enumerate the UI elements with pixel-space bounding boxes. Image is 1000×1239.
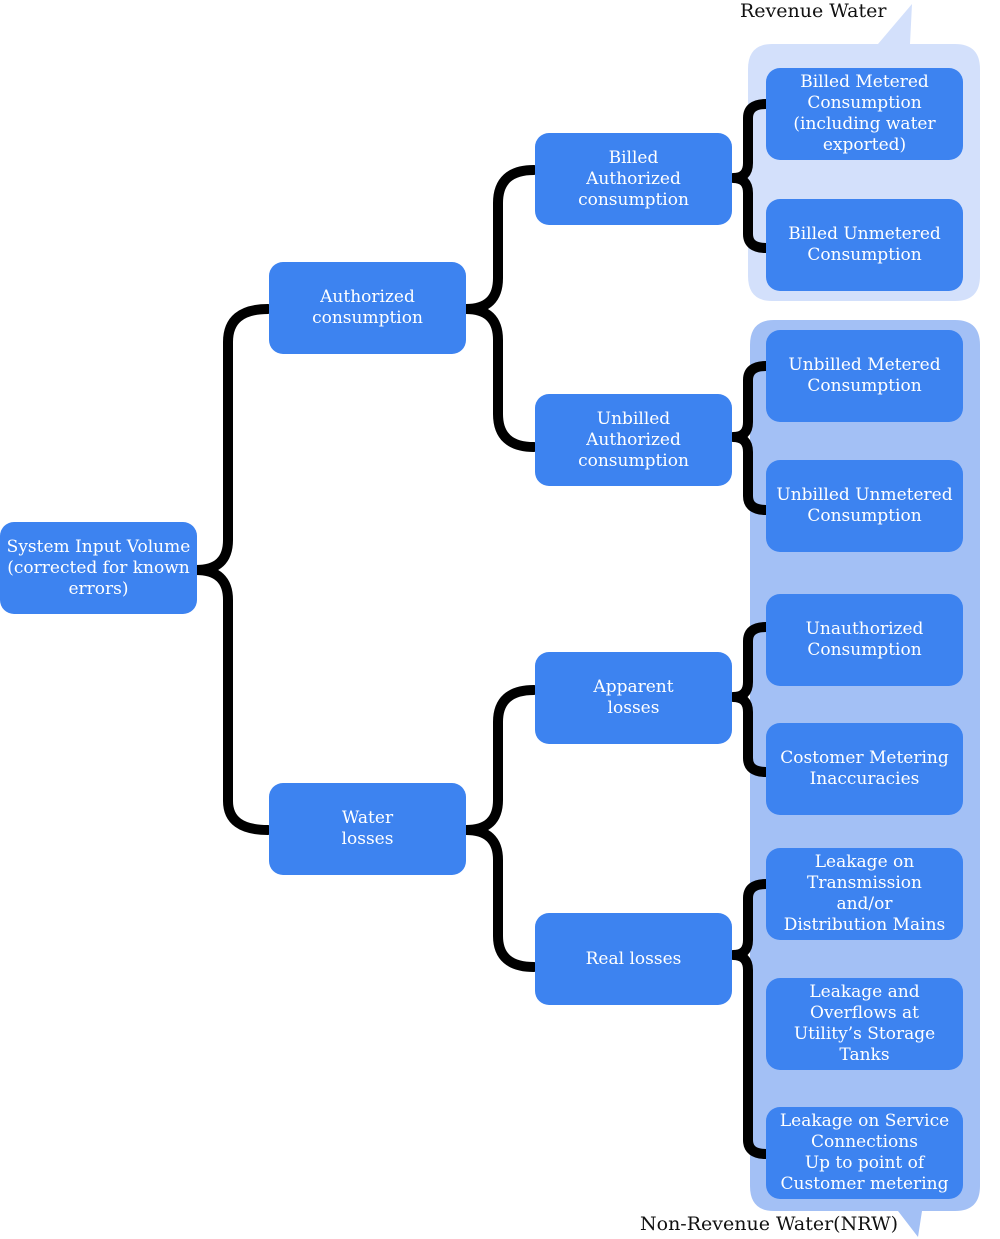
apparent-losses-node: Apparent losses xyxy=(535,652,732,744)
water-losses-node: Water losses xyxy=(269,783,466,875)
brace-water-losses xyxy=(461,685,539,972)
revenue-water-label: Revenue Water xyxy=(740,0,887,22)
authorized-consumption-node: Authorized consumption xyxy=(269,262,466,354)
non-revenue-water-label: Non-Revenue Water(NRW) xyxy=(640,1213,899,1235)
brace-unbilled-authorized xyxy=(728,361,771,515)
billed-metered-consumption-node: Billed Metered Consumption (including wa… xyxy=(766,68,963,160)
customer-metering-inaccuracies-node: Costomer Metering Inaccuracies xyxy=(766,723,963,815)
system-input-volume-node: System Input Volume (corrected for known… xyxy=(0,522,197,614)
billed-unmetered-consumption-node: Billed Unmetered Consumption xyxy=(766,199,963,291)
brace-real-losses xyxy=(728,879,771,1159)
billed-authorized-consumption-node: Billed Authorized consumption xyxy=(535,133,732,225)
brace-billed-authorized xyxy=(728,99,771,253)
unbilled-authorized-consumption-node: Unbilled Authorized consumption xyxy=(535,394,732,486)
leakage-service-connections-node: Leakage on Service Connections Up to poi… xyxy=(766,1107,963,1199)
unauthorized-consumption-node: Unauthorized Consumption xyxy=(766,594,963,686)
unbilled-unmetered-consumption-node: Unbilled Unmetered Consumption xyxy=(766,460,963,552)
unbilled-metered-consumption-node: Unbilled Metered Consumption xyxy=(766,330,963,422)
leakage-storage-tanks-node: Leakage and Overflows at Utility’s Stora… xyxy=(766,978,963,1070)
brace-apparent-losses xyxy=(728,622,771,777)
brace-system-input xyxy=(191,304,273,835)
leakage-transmission-mains-node: Leakage on Transmission and/or Distribut… xyxy=(766,848,963,940)
real-losses-node: Real losses xyxy=(535,913,732,1005)
brace-authorized xyxy=(461,165,539,452)
